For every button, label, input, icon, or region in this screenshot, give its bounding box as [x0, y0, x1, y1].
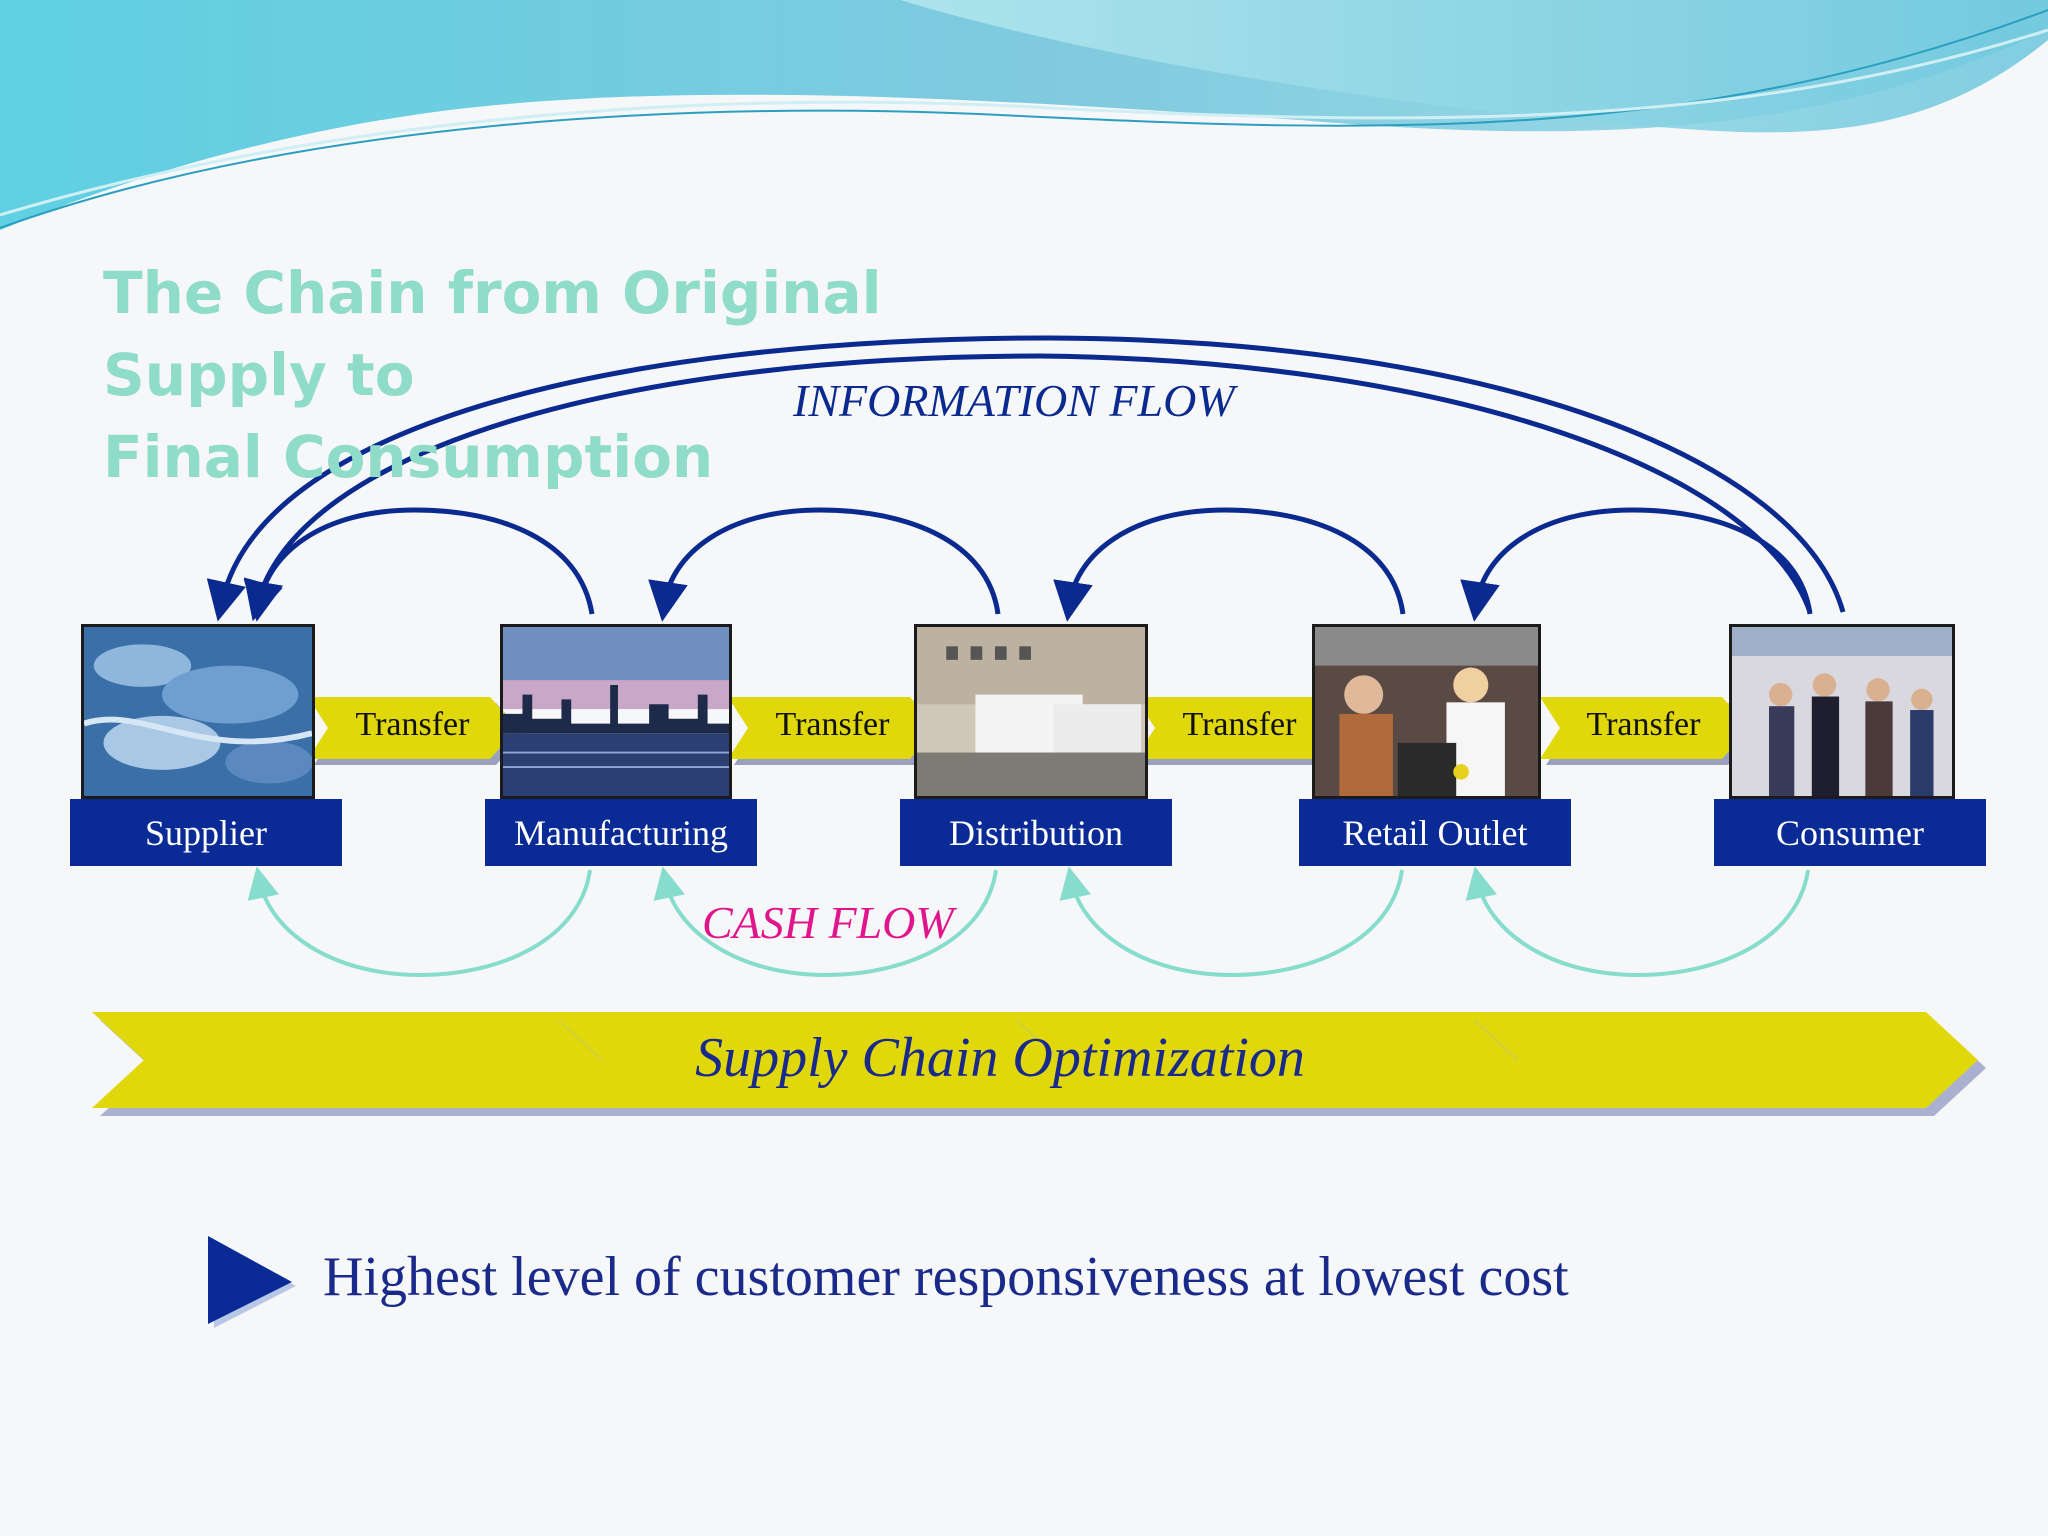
information-flow-label: INFORMATION FLOW — [793, 375, 1235, 426]
supply-chain-optimization-label: Supply Chain Optimization — [695, 1027, 1305, 1089]
slide-title: The Chain from Original Supply to Final … — [103, 252, 1103, 498]
slide-title-line-1: The Chain from Original Supply to — [103, 259, 882, 409]
transfer-label-2: Transfer — [775, 706, 890, 743]
stage-consumer: Consumer — [1714, 799, 1986, 866]
transfer-arrows — [308, 697, 1756, 765]
play-triangle-icon — [208, 1236, 296, 1328]
retail-outlet-photo — [1312, 624, 1541, 799]
transfer-label-4: Transfer — [1586, 706, 1701, 743]
stage-manufacturing: Manufacturing — [485, 799, 757, 866]
slide-title-line-2: Final Consumption — [103, 423, 714, 491]
optimization-chevrons — [92, 1012, 1986, 1116]
stage-supplier: Supplier — [70, 799, 342, 866]
goal-statement: Highest level of customer responsiveness… — [323, 1246, 1569, 1308]
cash-flow-arrows — [247, 866, 1810, 978]
distribution-photo — [914, 624, 1148, 799]
stage-retail-outlet: Retail Outlet — [1299, 799, 1571, 866]
information-flow-arrows — [206, 335, 1846, 622]
consumer-photo — [1729, 624, 1955, 799]
transfer-label-3: Transfer — [1182, 706, 1297, 743]
supplier-photo — [81, 624, 315, 799]
stage-distribution: Distribution — [900, 799, 1172, 866]
top-wave — [0, 0, 2048, 230]
transfer-label-1: Transfer — [355, 706, 470, 743]
cash-flow-label: CASH FLOW — [702, 897, 954, 948]
manufacturing-photo — [500, 624, 732, 799]
